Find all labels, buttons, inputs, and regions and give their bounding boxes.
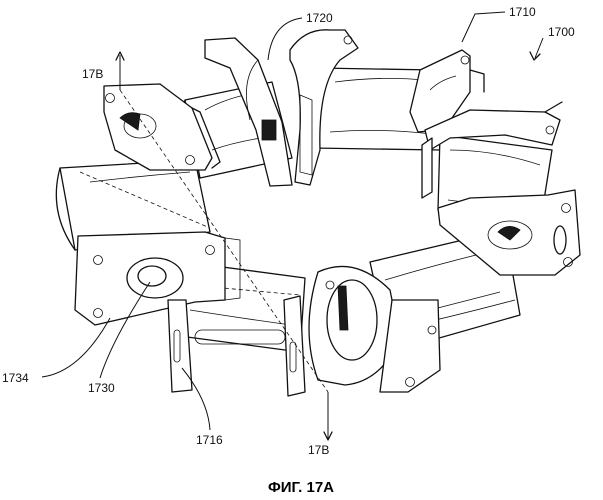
label-17b-top: 17B bbox=[82, 67, 103, 81]
label-1700: 1700 bbox=[548, 25, 575, 39]
label-1710: 1710 bbox=[509, 5, 536, 19]
section-arrow-top bbox=[116, 52, 124, 90]
section-arrow-bottom bbox=[324, 392, 332, 440]
label-1730: 1730 bbox=[88, 381, 115, 395]
label-1734: 1734 bbox=[2, 371, 29, 385]
label-17b-bottom: 17B bbox=[308, 443, 329, 457]
label-1720: 1720 bbox=[306, 11, 333, 25]
figure-caption: ФИГ. 17А bbox=[268, 479, 334, 496]
label-1716: 1716 bbox=[196, 433, 223, 447]
arrow-1700 bbox=[530, 52, 540, 60]
leader-1734 bbox=[42, 318, 110, 377]
leader-1710 bbox=[462, 12, 505, 42]
